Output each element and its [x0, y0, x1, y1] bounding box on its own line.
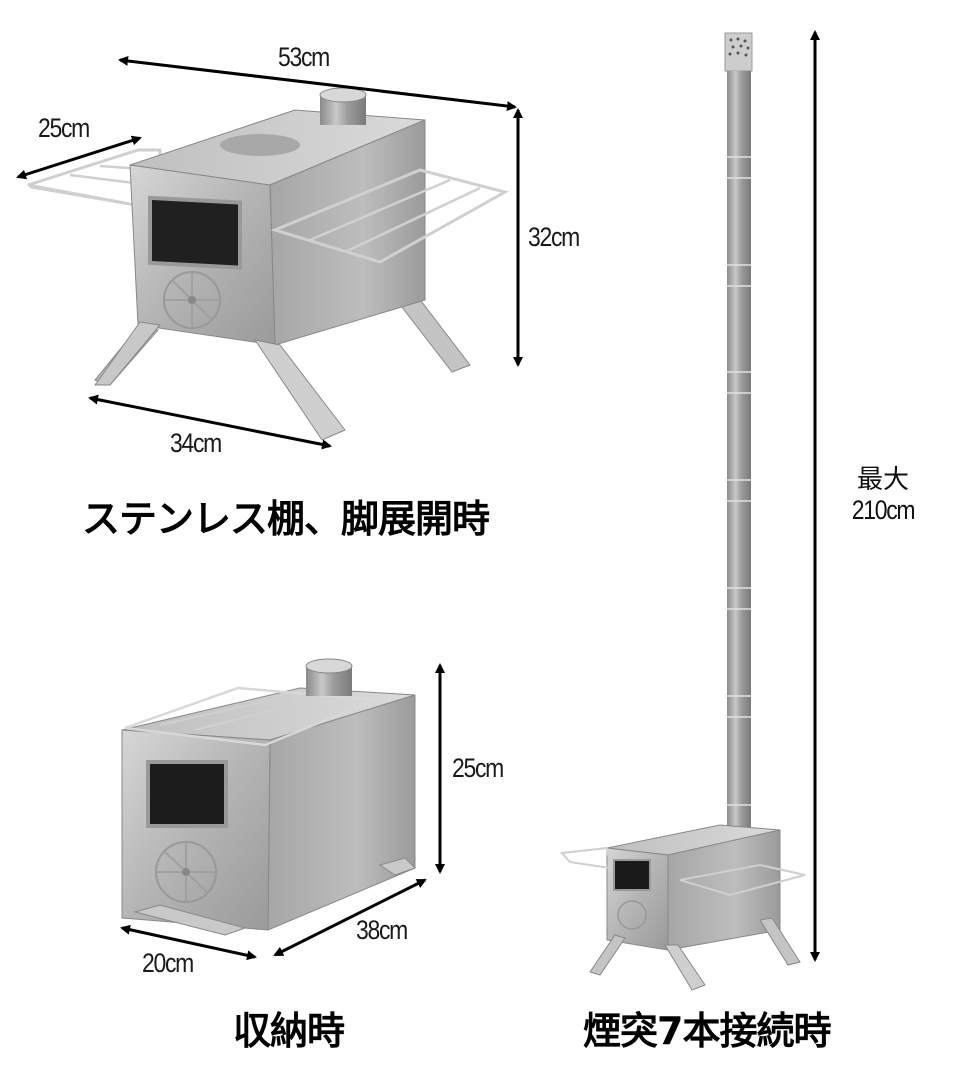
dimension-arrows-expanded [16, 55, 523, 450]
dimension-label-width-53: 53cm [278, 42, 330, 72]
caption-chimney: 煙突7本接続時 [583, 1009, 831, 1053]
dimension-label-depth-34: 34cm [170, 428, 222, 458]
dimension-label-max: 最大 [856, 465, 909, 495]
caption-expanded: ステンレス棚、脚展開時 [82, 497, 490, 541]
dimension-label-width-20: 20cm [142, 948, 194, 978]
stove-stored-drawing [121, 658, 416, 936]
stove-expanded-drawing [27, 87, 509, 441]
caption-stored: 収納時 [233, 1009, 345, 1053]
dimension-label-chimney: 最大 210cm [838, 465, 928, 525]
dimension-label-height-32: 32cm [528, 222, 580, 252]
dimension-label-height-25: 25cm [452, 753, 504, 783]
dimension-label-length-38: 38cm [356, 915, 408, 945]
dimension-arrows-stored [120, 663, 445, 961]
dimension-label-shelf-25: 25cm [38, 113, 90, 143]
dimension-label-height-210: 210cm [851, 495, 916, 525]
stove-chimney-drawing [559, 32, 806, 991]
